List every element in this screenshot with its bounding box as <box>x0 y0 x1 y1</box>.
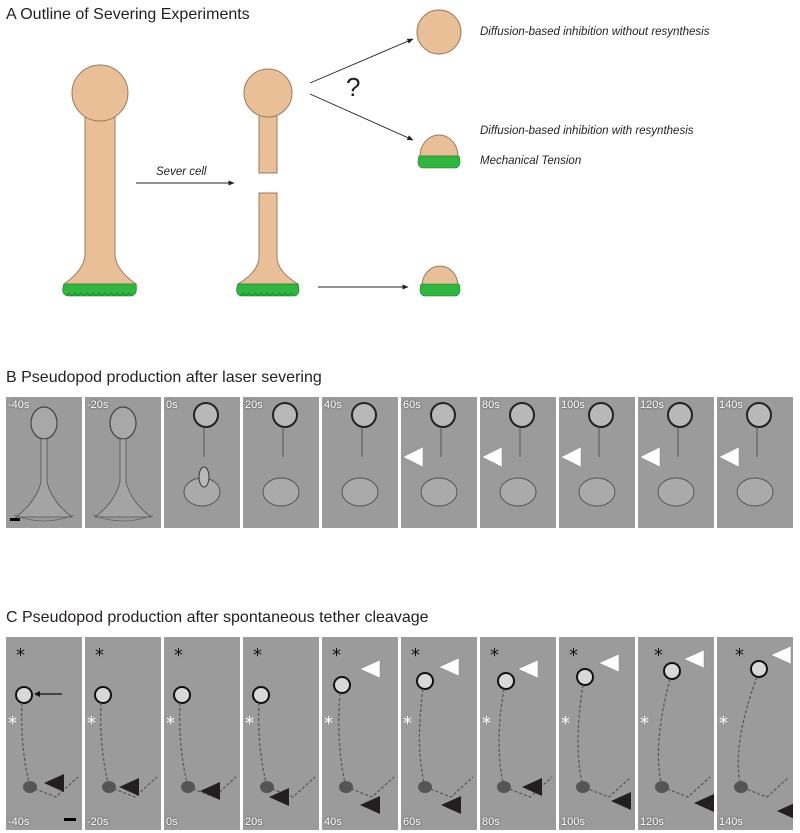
section-a-heading: A Outline of Severing Experiments <box>6 6 250 23</box>
timepoint-label: -20s <box>87 399 109 411</box>
timepoint-label: 120s <box>640 399 664 411</box>
frame-b-2: 0s <box>164 397 240 528</box>
svg-text:*: * <box>719 713 728 734</box>
severing-outline-diagram <box>62 9 462 297</box>
timepoint-label: 120s <box>640 816 664 828</box>
svg-text:*: * <box>245 713 254 734</box>
frame-c-8: **120s <box>638 637 714 830</box>
svg-text:*: * <box>87 713 96 734</box>
frame-image: ** <box>324 645 395 814</box>
frame-c-6: **80s <box>480 637 556 830</box>
outcome-arrow-top <box>309 38 414 84</box>
svg-text:*: * <box>482 713 491 734</box>
frame-c-3: **20s <box>243 637 319 830</box>
timepoint-label: 80s <box>482 399 500 411</box>
timepoint-label: -20s <box>87 816 109 828</box>
svg-text:*: * <box>411 645 420 666</box>
severed-cell-body <box>243 68 293 118</box>
frame-b-6: 80s <box>480 397 556 528</box>
timepoint-label: -40s <box>8 399 30 411</box>
frame-c-7: **100s <box>559 637 635 830</box>
timepoint-label: 40s <box>324 816 342 828</box>
outcome-label-mechanical-tension: Mechanical Tension <box>480 155 582 167</box>
frame-b-4: 40s <box>322 397 398 528</box>
timepoint-label: 0s <box>166 816 178 828</box>
timepoint-label: 100s <box>561 399 585 411</box>
frame-image <box>718 402 774 507</box>
frame-b-5: 60s <box>401 397 477 528</box>
frame-image <box>183 402 221 507</box>
frame-b-7: 100s <box>559 397 635 528</box>
severed-cell-pseudopod <box>236 283 300 297</box>
svg-text:*: * <box>16 645 25 666</box>
frame-image <box>481 402 537 507</box>
intact-cell-body <box>71 64 129 122</box>
timepoint-label: 80s <box>482 816 500 828</box>
svg-text:*: * <box>253 645 262 666</box>
frame-image: ** <box>640 645 714 812</box>
frame-image <box>262 402 300 507</box>
result-cell-pseudopod <box>417 134 461 169</box>
svg-text:*: * <box>95 645 104 666</box>
frame-image: ** <box>166 645 237 800</box>
svg-text:*: * <box>332 645 341 666</box>
svg-text:*: * <box>403 713 412 734</box>
timepoint-label: 100s <box>561 816 585 828</box>
svg-text:*: * <box>166 713 175 734</box>
frame-image <box>92 406 154 522</box>
question-mark: ? <box>346 72 361 102</box>
svg-text:*: * <box>735 645 744 666</box>
frame-image <box>341 402 379 507</box>
frame-image: ** <box>87 645 158 798</box>
outcome-label-with-resynthesis: Diffusion-based inhibition with resynthe… <box>480 125 694 137</box>
intact-cell <box>62 64 138 297</box>
timepoint-label: 20s <box>245 816 263 828</box>
svg-text:*: * <box>324 713 333 734</box>
frame-c-2: **0s <box>164 637 240 830</box>
result-cell-round <box>416 9 462 55</box>
frame-c-1: **-20s <box>85 637 161 830</box>
svg-text:*: * <box>174 645 183 666</box>
frame-b-8: 120s <box>638 397 714 528</box>
frame-image: ** <box>245 645 316 806</box>
frame-b-3: 20s <box>243 397 319 528</box>
frame-image: ** <box>482 645 553 798</box>
sever-cell-label: Sever cell <box>156 166 207 178</box>
frame-b-0: -40s <box>6 397 82 528</box>
section-c-heading: C Pseudopod production after spontaneous… <box>6 609 429 626</box>
svg-text:*: * <box>490 645 499 666</box>
timepoint-label: 20s <box>245 399 263 411</box>
frame-image <box>402 402 458 507</box>
frame-c-9: **140s <box>717 637 793 830</box>
frame-image <box>639 402 695 507</box>
outcome-label-without-resynthesis: Diffusion-based inhibition without resyn… <box>480 26 710 38</box>
frame-image: ** <box>403 645 474 814</box>
severed-cell <box>236 68 300 297</box>
svg-text:*: * <box>654 645 663 666</box>
timepoint-label: 140s <box>719 399 743 411</box>
timepoint-label: 0s <box>166 399 178 411</box>
frame-c-0: **-40s <box>6 637 82 830</box>
frame-image: ** <box>719 645 793 819</box>
section-b-heading: B Pseudopod production after laser sever… <box>6 369 322 386</box>
svg-text:*: * <box>569 645 578 666</box>
svg-text:*: * <box>640 713 649 734</box>
svg-text:*: * <box>561 713 570 734</box>
timepoint-label: 40s <box>324 399 342 411</box>
frame-image <box>10 406 75 522</box>
svg-text:*: * <box>8 713 17 734</box>
timepoint-label: 60s <box>403 816 421 828</box>
frame-c-5: **60s <box>401 637 477 830</box>
outcome-arrow-middle <box>309 93 414 141</box>
frame-c-4: **40s <box>322 637 398 830</box>
frame-image: ** <box>8 645 79 821</box>
timepoint-label: -40s <box>8 816 30 828</box>
frame-image: ** <box>561 645 632 810</box>
timepoint-label: 60s <box>403 399 421 411</box>
timepoint-label: 140s <box>719 816 743 828</box>
frame-image <box>560 402 616 507</box>
result-cell-bottom <box>419 265 461 297</box>
frame-b-9: 140s <box>717 397 793 528</box>
frame-b-1: -20s <box>85 397 161 528</box>
